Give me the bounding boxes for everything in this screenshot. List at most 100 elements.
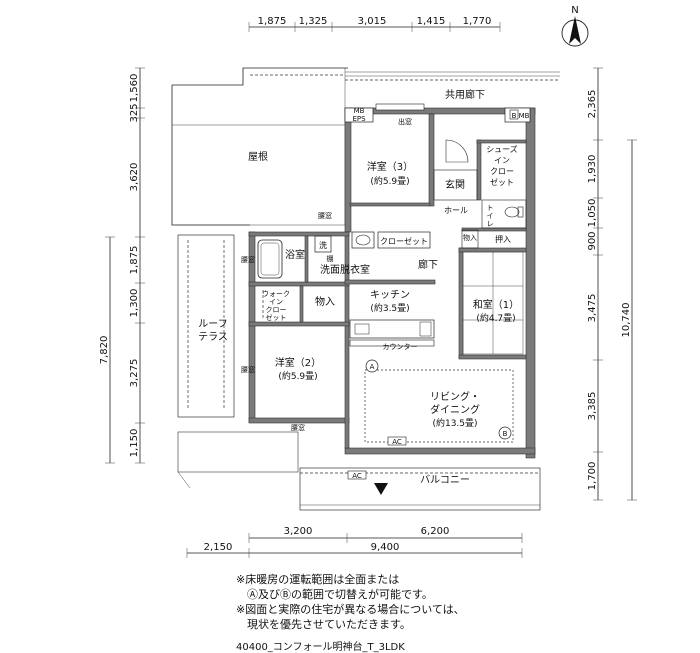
roof-label: 屋根 (248, 150, 268, 163)
bay-window-label: 出窓 (398, 117, 412, 126)
hall-storage-label: 物入 (463, 233, 477, 242)
dim-left-4: 1,875 (129, 246, 140, 275)
left-dimension-lines: 7,820 1,560 325 3,620 1,875 1,300 3,275 … (99, 67, 145, 464)
note-line-2: Ⓐ及びⒷの範囲で切替えが可能です。 (236, 588, 433, 601)
dim-top-4: 1,415 (417, 16, 446, 27)
western-room-3: 洋室（3） (約5.9畳) (367, 160, 413, 187)
walkin-line-2: イン (269, 298, 283, 306)
dim-right-4: 900 (587, 231, 598, 250)
living-line-2: ダイニング (430, 403, 480, 416)
dim-left-outer: 7,820 (99, 336, 110, 365)
b-box-label: B (512, 112, 517, 120)
toilet-char-2: イ (487, 212, 494, 220)
dim-left-7: 1,150 (129, 429, 140, 458)
dim-left-1: 1,560 (129, 74, 140, 103)
dim-left-5: 1,300 (129, 289, 140, 318)
hall-storage: 物入 押入 (461, 229, 511, 249)
dim-bottom-1: 3,200 (284, 526, 313, 537)
entrance-area: 玄関 シューズ イン クロー ゼット ホール (433, 139, 518, 215)
dim-top-5: 1,770 (463, 16, 492, 27)
plan-caption: 40400_コンフォール明神台_T_3LDK (236, 642, 405, 653)
right-dimension-lines: 2,365 1,930 1,050 900 3,475 3,385 1,700 … (587, 67, 637, 501)
mb-label: MB (354, 107, 365, 115)
counter-label: カウンター (383, 342, 418, 351)
roof-area: 屋根 (171, 67, 348, 226)
sink-icon (355, 234, 371, 246)
living-dining: A B リビング・ ダイニング (約13.5畳) AC (364, 359, 514, 446)
dim-right-2: 1,930 (587, 155, 598, 184)
dim-left-3: 3,620 (129, 163, 140, 192)
wash-short-label: 洗 (319, 240, 327, 250)
washroom-label: 洗面脱衣室 (320, 263, 370, 276)
japanese-room: 和室（1） (約4.7畳) (462, 251, 524, 355)
dim-top-1: 1,875 (258, 16, 287, 27)
eaves-label-top: 腰窓 (318, 211, 332, 220)
roof-terrace-line-2: テラス (198, 331, 228, 343)
wash-area: 洗 クローゼット 棚 腰窓 (314, 211, 431, 263)
walkin-line-3: クロー (266, 306, 287, 314)
walkin-line-4: ゼット (266, 313, 287, 322)
note-line-4: 現状を優先させていただきます。 (236, 618, 411, 631)
dim-left-2: 325 (129, 103, 140, 122)
north-compass-icon: N (561, 5, 589, 47)
common-corridor: 共用廊下 (345, 71, 560, 101)
entrance-label: 玄関 (445, 178, 465, 191)
mb-eps-box: MB EPS (344, 107, 374, 123)
storage-label: 物入 (315, 295, 335, 308)
marker-b: B (503, 430, 508, 438)
eaves-label-bottom: 腰窓 (291, 423, 305, 432)
oshiire-label: 押入 (495, 234, 511, 244)
sink-basin-icon (354, 323, 370, 335)
dim-bottom-2: 6,200 (421, 526, 450, 537)
kitchen-name: キッチン (370, 289, 410, 301)
dim-right-1: 2,365 (587, 90, 598, 119)
balcony-label: バルコニー (420, 474, 470, 486)
down-arrow-icon (374, 483, 388, 495)
notes-block: ※床暖房の運転範囲は全面または Ⓐ及びⒷの範囲で切替えが可能です。 ※図面と実際… (236, 572, 465, 632)
japanese-size: (約4.7畳) (476, 312, 515, 324)
compass-label: N (571, 5, 578, 16)
eps-label: EPS (352, 115, 366, 123)
dim-right-6: 3,385 (587, 392, 598, 421)
dim-right-7: 1,700 (587, 462, 598, 491)
marker-a: A (370, 363, 375, 371)
stove-icon (419, 321, 432, 337)
living-line-1: リビング・ (430, 390, 480, 403)
bay-window: 出窓 (375, 103, 425, 126)
bathroom: 浴室 洗面脱衣室 (257, 239, 370, 279)
ac-label-living: AC (392, 438, 402, 446)
shoes-line-2: イン (494, 156, 510, 165)
western2-name: 洋室（2） (275, 356, 321, 369)
bottom-dimension-lines: 3,200 6,200 2,150 9,400 (186, 526, 523, 558)
dim-bottom-3: 2,150 (204, 542, 233, 553)
ac-label-balcony: AC (352, 472, 362, 480)
note-line-1: ※床暖房の運転範囲は全面または (236, 573, 400, 586)
shoes-line-1: シューズ (486, 144, 518, 154)
shelf-label: 棚 (327, 254, 334, 263)
western2-size: (約5.9畳) (278, 370, 317, 382)
bathroom-label: 浴室 (285, 248, 305, 261)
corridor-label: 廊下 (418, 258, 438, 271)
dim-right-5: 3,475 (587, 294, 598, 323)
top-dimension-line: 1,875 1,325 3,015 1,415 1,770 (248, 16, 501, 32)
mb-right-box: B MB (504, 107, 531, 123)
dim-top-3: 3,015 (358, 16, 387, 27)
shoes-line-3: クロー (490, 167, 514, 176)
western3-name: 洋室（3） (367, 160, 413, 173)
walkin-closet: ウォーク イン クロー ゼット 物入 (262, 290, 335, 322)
dim-top-2: 1,325 (299, 16, 328, 27)
roof-terrace-line-1: ルーフ (198, 319, 227, 330)
dim-left-6: 3,275 (129, 359, 140, 388)
western-room-2: 洋室（2） (約5.9畳) 腰窓 (275, 356, 321, 432)
toilet-char-1: ト (487, 204, 494, 212)
living-size: (約13.5畳) (432, 417, 477, 429)
eaves-label-left: 腰窓 (241, 255, 255, 264)
shoes-line-4: ゼット (490, 177, 514, 187)
common-corridor-label: 共用廊下 (445, 88, 485, 101)
western3-size: (約5.9畳) (370, 175, 409, 187)
unit-walls (248, 107, 536, 459)
kitchen-size: (約3.5畳) (370, 302, 409, 314)
toilet-char-3: レ (487, 220, 494, 228)
dim-right-3: 1,050 (587, 199, 598, 228)
